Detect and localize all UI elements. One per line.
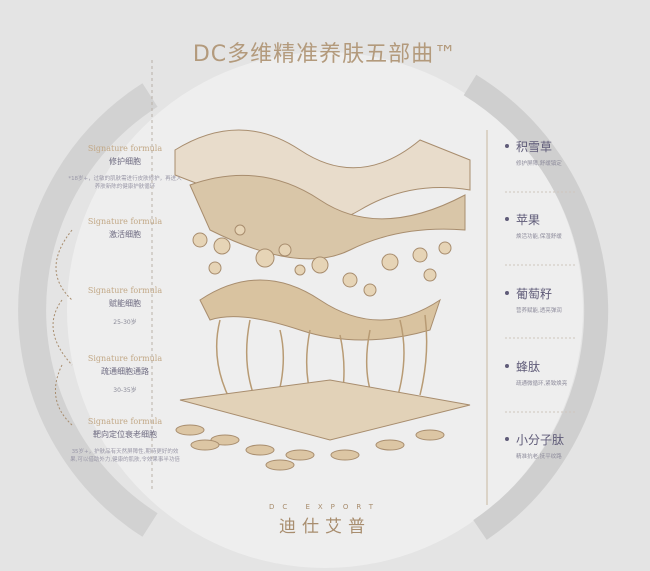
base-layer: [179, 379, 471, 441]
left-item-5: Signature formula 靶向定位衰老细胞 35岁+，护肤品有天然屏障…: [60, 417, 190, 464]
ingredient-desc: 精准抗老,抚平纹路: [516, 454, 562, 460]
left-item-4: Signature formula 疏通细胞通路 30-35岁: [60, 354, 190, 394]
ingredient-5: 小分子肽 精准抗老,抚平纹路: [505, 431, 605, 460]
curved-arrows: [52, 229, 73, 426]
ingredient-desc: 疏通微循环,紧致焕亮: [516, 381, 568, 387]
brand-logo: DC EXPORT 迪仕艾普: [250, 503, 400, 537]
ingredient-desc: 营养赋能,透亮弹润: [516, 308, 562, 314]
ingredient-2: 苹果 焕活功能,保湿舒缓: [505, 211, 605, 240]
arc-right: [463, 74, 609, 540]
ingredient-3: 葡萄籽 营养赋能,透亮弹润: [505, 285, 605, 314]
item-name: 疏通细胞通路: [101, 367, 149, 376]
spheres: [192, 224, 452, 297]
arc-left: [18, 83, 158, 537]
signature-tag: Signature formula: [87, 144, 163, 153]
left-item-2: Signature formula 激活细胞: [60, 217, 190, 240]
left-item-1: Signature formula 修护细胞 *18岁+，过敏的肌肤需进行皮肤修…: [60, 144, 190, 191]
logo-cn: 迪仕艾普: [279, 517, 371, 537]
item-age: 30-35岁: [113, 387, 137, 394]
item-name: 激活细胞: [109, 230, 141, 239]
item-name: 赋能细胞: [109, 299, 141, 308]
fibroblast-layer: [199, 279, 441, 341]
ingredient-name: 苹果: [505, 211, 605, 228]
signature-tag: Signature formula: [87, 217, 163, 226]
ingredient-name: 积雪草: [505, 138, 605, 155]
ingredient-name: 葡萄籽: [505, 285, 605, 302]
signature-tag: Signature formula: [87, 417, 163, 426]
ingredient-name: 蜂肽: [505, 358, 605, 375]
signature-tag: Signature formula: [87, 354, 163, 363]
page-title: DC多维精准养肤五部曲™: [192, 42, 458, 67]
ingredient-name: 小分子肽: [505, 431, 605, 448]
item-desc: 35岁+，护肤品有天然屏障性,期待更好的效果,可以借助外力,健康的肌肤,令效果事…: [70, 449, 180, 463]
top-layers: [174, 129, 471, 260]
ingredient-4: 蜂肽 疏通微循环,紧致焕亮: [505, 358, 605, 387]
logo-en: DC EXPORT: [268, 503, 382, 511]
left-item-3: Signature formula 赋能细胞 25-30岁: [60, 286, 190, 326]
item-name: 修护细胞: [109, 157, 141, 166]
ingredient-desc: 焕活功能,保湿舒缓: [516, 234, 562, 240]
cell-row: [175, 424, 445, 471]
item-name: 靶向定位衰老细胞: [93, 430, 157, 439]
item-desc: *18岁+，过敏的肌肤需进行皮肤修护，再进入养肤新陈的健康护肤循环: [68, 176, 182, 190]
item-age: 25-30岁: [113, 319, 137, 326]
ingredient-desc: 修护屏障,舒缓镇定: [516, 161, 562, 167]
ingredient-1: 积雪草 修护屏障,舒缓镇定: [505, 138, 605, 167]
signature-tag: Signature formula: [87, 286, 163, 295]
